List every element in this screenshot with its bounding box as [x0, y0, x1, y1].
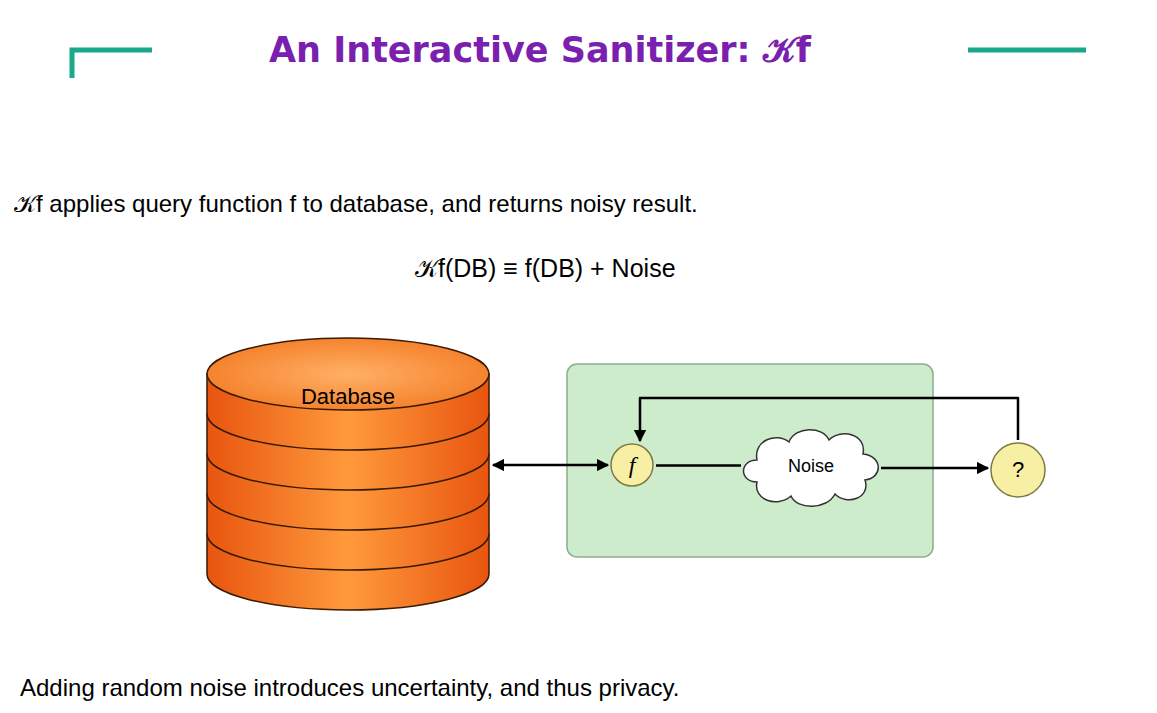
cloud-outline	[744, 430, 879, 507]
connector-arrow	[881, 467, 988, 470]
text-wrap: Noise	[788, 456, 834, 477]
circle-outline	[991, 443, 1045, 497]
circle-outline	[611, 444, 653, 486]
title-bar	[968, 48, 1086, 53]
connector-arrow	[656, 464, 741, 467]
slide-title: An Interactive Sanitizer: 𝒦f	[263, 30, 817, 71]
node-text: Noise	[788, 456, 834, 477]
function-circle: ?	[990, 442, 1046, 498]
disk-top	[207, 338, 489, 410]
database-cylinder: Database	[205, 336, 491, 610]
title-bracket	[72, 50, 152, 78]
noise-cloud: Noise	[735, 420, 887, 512]
shape-outline	[205, 336, 491, 610]
text-line: Adding random noise introduces uncertain…	[20, 674, 679, 702]
connector-arrow	[640, 398, 1018, 441]
text-wrap: Database	[301, 384, 395, 410]
node-text: f	[629, 452, 636, 479]
sanitizer-panel	[567, 364, 933, 557]
function-circle: f	[610, 443, 654, 487]
text-line: 𝒦f applies query function f to database,…	[14, 190, 698, 218]
text-wrap: ?	[1012, 457, 1024, 483]
connector-arrow	[493, 464, 608, 467]
text-wrap: f	[629, 452, 636, 479]
text-line: 𝒦f(DB) ≡ f(DB) + Noise	[415, 254, 676, 284]
node-text: Database	[301, 384, 395, 410]
node-text: ?	[1012, 457, 1024, 483]
